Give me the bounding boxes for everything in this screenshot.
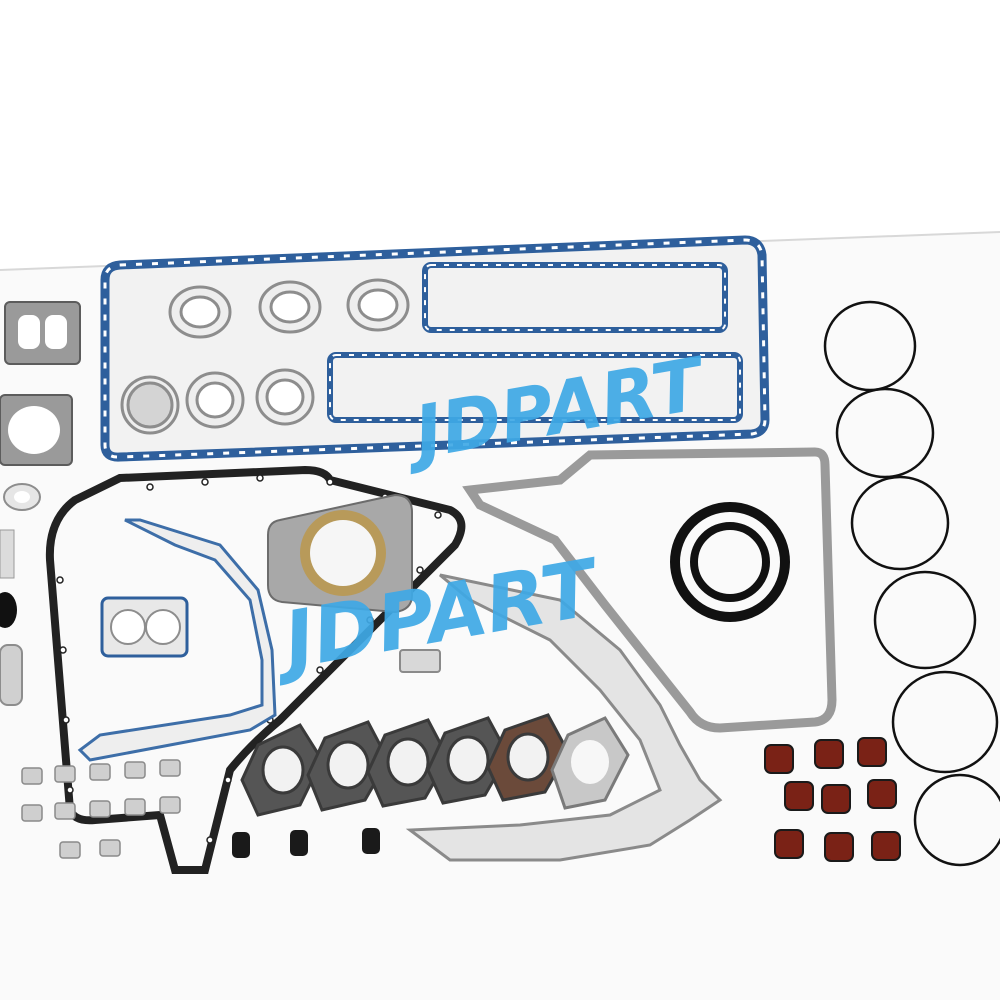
oil-pan-gasket — [45, 465, 466, 874]
water-pump-gasket — [100, 596, 189, 658]
front-cover-gasket — [462, 447, 837, 733]
valve-stem-seals — [764, 737, 901, 862]
left-edge-parts — [0, 529, 23, 706]
exhaust-ring-gaskets — [120, 278, 410, 435]
timing-cover-strip-gasket — [77, 518, 277, 762]
lock-tabs — [21, 759, 181, 859]
left-square-gaskets — [0, 301, 81, 511]
rear-crankshaft-seal — [267, 493, 413, 614]
cylinder-liner-o-rings — [823, 300, 1000, 867]
flywheel-housing-gasket — [399, 573, 723, 862]
exhaust-manifold-gaskets — [240, 713, 630, 817]
rubber-grommets — [232, 828, 380, 858]
